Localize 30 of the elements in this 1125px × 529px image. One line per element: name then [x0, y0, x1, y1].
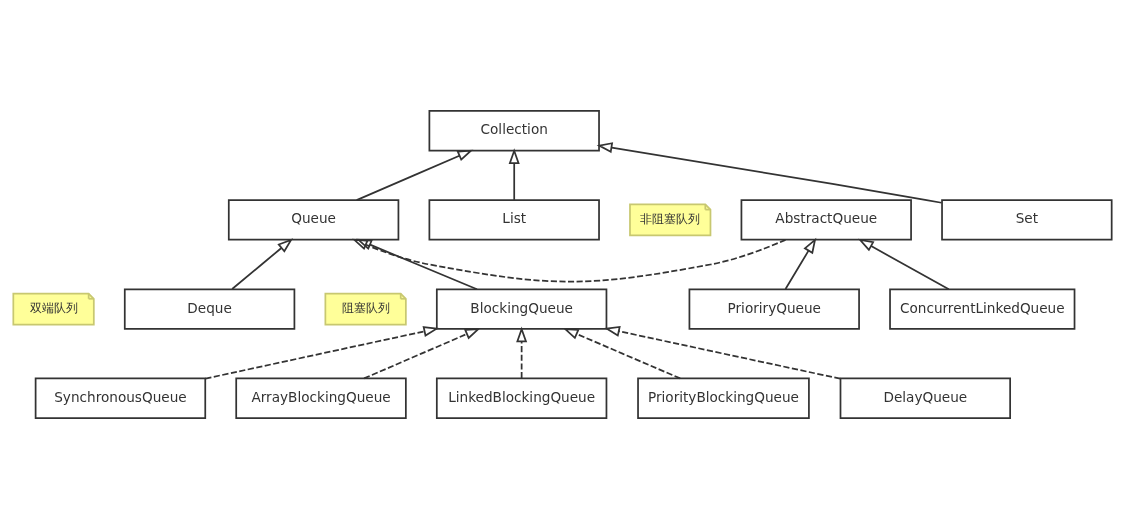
arrow: [508, 148, 520, 201]
node-label: 阻塞队列: [341, 301, 390, 316]
node-box: ConcurrentLinkedQueue: [889, 288, 1076, 330]
arrow: [231, 238, 294, 290]
node-box: DelayQueue: [839, 377, 1011, 419]
arrow: [355, 149, 474, 201]
arrow: [857, 238, 950, 291]
node-box: Queue: [227, 199, 400, 241]
node-box: LinkedBlockingQueue: [435, 377, 608, 419]
arrow: [204, 326, 440, 380]
node-box: SynchronousQueue: [34, 377, 207, 419]
node-box: BlockingQueue: [435, 288, 608, 330]
node-box: List: [428, 199, 600, 241]
arrow: [562, 328, 682, 380]
arrow: [356, 238, 478, 291]
node-box: Deque: [123, 288, 296, 330]
arrow: [363, 328, 481, 380]
node-box: AbstractQueue: [740, 199, 912, 241]
node-box: Collection: [428, 110, 600, 152]
node-label: 双端队列: [29, 301, 78, 316]
arrow: [784, 237, 817, 290]
node-box: PriorityBlockingQueue: [637, 377, 810, 419]
node-label: 非阻塞队列: [640, 212, 701, 227]
node-box: PrioriryQueue: [688, 288, 860, 330]
node-box: ArrayBlockingQueue: [235, 377, 407, 419]
arrow: [604, 325, 842, 380]
node-box: Set: [941, 199, 1113, 241]
arrow: [596, 142, 943, 204]
arrow: [351, 238, 787, 283]
arrow: [516, 326, 528, 380]
